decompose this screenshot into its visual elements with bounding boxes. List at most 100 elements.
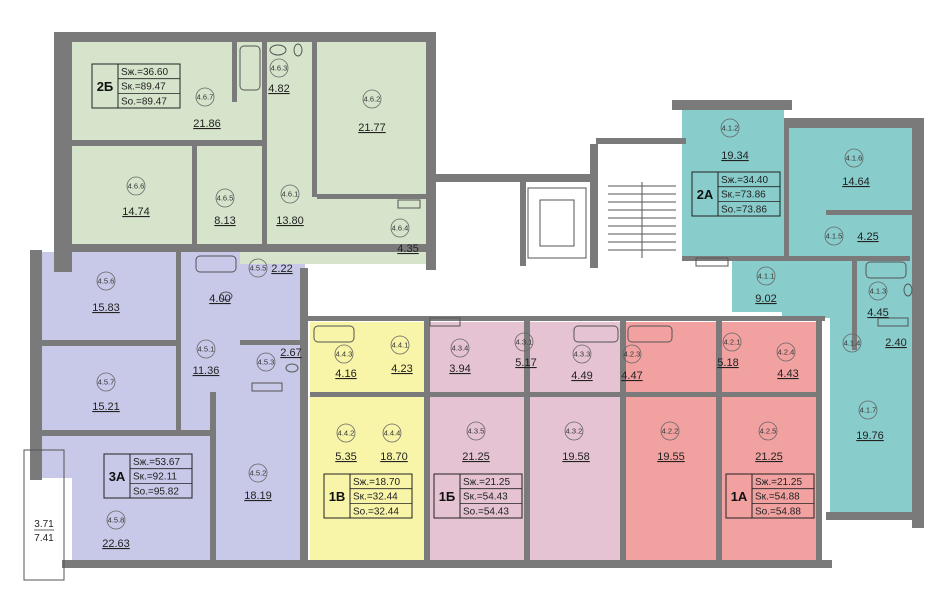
room-label: 4.1.34.45 <box>867 281 889 319</box>
room-area: 4.35 <box>397 243 418 255</box>
room-code-circle <box>280 184 300 204</box>
room-label: 4.1.219.34 <box>720 118 749 162</box>
room-code-circle <box>248 463 268 483</box>
room-area: 5.17 <box>515 357 536 369</box>
apartment-area-sk: Sк.=73.86 <box>721 190 766 201</box>
room-code: 4.2.2 <box>662 427 679 436</box>
room-code-circle <box>776 342 796 362</box>
room-label: 4.6.113.80 <box>276 184 304 227</box>
wall <box>240 340 306 345</box>
apartment-label: 1А <box>731 489 748 504</box>
room-code-circle <box>722 332 742 352</box>
wall <box>816 318 822 562</box>
room-code-circle <box>256 352 276 372</box>
wall <box>300 268 308 562</box>
room-label: 4.2.44.43 <box>776 342 799 380</box>
room-code: 4.6.4 <box>392 224 409 233</box>
apartment-summary-box <box>725 473 815 519</box>
room-label: 4.2.219.55 <box>657 421 685 463</box>
room-code-circle <box>824 226 844 246</box>
room-code: 4.2.3 <box>624 350 641 359</box>
room-area: 21.77 <box>358 122 386 134</box>
wall <box>312 42 317 197</box>
wall <box>54 32 436 42</box>
wall <box>262 42 267 250</box>
wall <box>62 560 832 568</box>
apartment-area-sz: Sж.=36.60 <box>121 67 168 78</box>
apartment-area-sz: Sж.=34.40 <box>721 175 768 186</box>
room-area: 22.63 <box>102 538 130 550</box>
room-code: 4.1.7 <box>860 406 877 415</box>
room-label: 4.6.221.77 <box>358 89 386 134</box>
vent-shaft-icon <box>251 382 283 392</box>
room-label: 4.6.58.13 <box>214 188 236 227</box>
room-code-circle <box>622 344 642 364</box>
room-label: 4.3.34.49 <box>571 344 593 382</box>
apartment-label: 1В <box>329 489 346 504</box>
room-code: 4.2.4 <box>778 348 795 357</box>
room-code: 4.6.5 <box>217 194 234 203</box>
wall <box>716 318 722 562</box>
wall <box>682 256 910 261</box>
wall <box>72 140 262 146</box>
room-area: 18.19 <box>244 490 272 502</box>
room-label: 4.5.2 18.19 <box>244 463 272 502</box>
room-label: 4.2.3 4.47 <box>621 344 643 382</box>
balcony-area-top: 3.71 <box>34 519 54 530</box>
room-area: 15.83 <box>92 302 120 314</box>
vent-shaft-icon <box>695 257 729 267</box>
apartment-summary-box <box>91 63 181 109</box>
apartment-area-sk: Sк.=54.43 <box>463 492 508 503</box>
room-area: 4.47 <box>621 370 642 382</box>
room-code: 4.1.2 <box>722 124 739 133</box>
room-area: 4.00 <box>209 293 230 305</box>
room-label: 4.4.14.23 <box>390 335 413 375</box>
wall <box>72 244 426 252</box>
room-code-circle <box>514 332 534 352</box>
room-area: 19.58 <box>562 451 590 463</box>
room-code: 4.6.7 <box>197 93 214 102</box>
room-code: 4.1.5 <box>826 232 843 241</box>
room-label: 4.2.521.25 <box>755 421 783 463</box>
wall <box>317 194 426 199</box>
room-code: 4.5.2 <box>250 469 267 478</box>
room-code-circle <box>96 271 116 291</box>
apartment-area-so: Sо.=95.82 <box>133 486 179 497</box>
room-code-circle <box>362 89 382 109</box>
room-label: 4.3.15.17 <box>514 332 537 369</box>
wall <box>912 118 924 528</box>
room-code-circle <box>842 333 862 353</box>
room-area: 4.45 <box>867 307 888 319</box>
room-code-circle <box>382 423 402 443</box>
room-area: 18.70 <box>380 451 408 463</box>
wall <box>784 128 789 258</box>
room-area: 21.86 <box>193 118 221 130</box>
wall <box>520 182 526 266</box>
room-code: 4.4.2 <box>338 429 355 438</box>
apartment-summary-box <box>103 453 193 499</box>
apartment-area-sz: Sж.=21.25 <box>463 477 510 488</box>
room-label: 4.1.719.76 <box>856 400 884 442</box>
room-code-circle <box>390 335 410 355</box>
wall <box>672 100 792 110</box>
stair-hall <box>436 140 680 268</box>
toilet-icon <box>285 363 299 373</box>
room-code: 4.4.4 <box>384 429 401 438</box>
room-label: 4.2.15.18 <box>717 332 742 369</box>
room-code: 4.3.3 <box>574 350 591 359</box>
room-label: 4.5.111.36 <box>193 339 219 377</box>
room-code-circle <box>660 421 680 441</box>
room-code: 4.5.8 <box>108 516 125 525</box>
wall <box>176 252 181 432</box>
room-code: 4.2.1 <box>724 338 741 347</box>
apartment-area-sk: Sк.=54.88 <box>755 492 800 503</box>
room-area: 21.25 <box>462 451 490 463</box>
room-code: 4.1.4 <box>844 339 861 348</box>
room-code-circle <box>758 421 778 441</box>
room-label: 4.1.19.02 <box>755 266 777 305</box>
bathtub-icon <box>313 325 355 343</box>
apartment-label: 2А <box>697 187 714 202</box>
wall <box>436 174 596 182</box>
